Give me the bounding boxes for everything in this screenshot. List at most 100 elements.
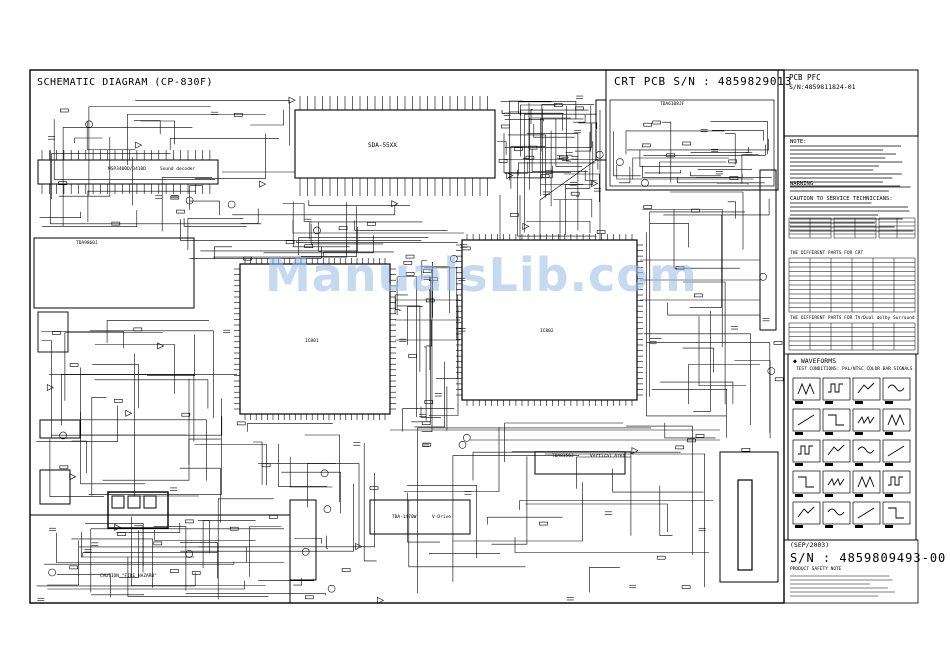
resistor: [69, 363, 79, 367]
waveform-label-mark: [885, 432, 893, 435]
trace: [426, 320, 432, 347]
trace: [491, 456, 528, 545]
resistor: [728, 159, 738, 164]
trace: [71, 440, 87, 473]
trace: [407, 492, 440, 543]
resistor: [596, 230, 606, 234]
resistor: [424, 400, 434, 404]
audio-ic-pins: [41, 150, 211, 194]
waveform-box: [822, 408, 851, 432]
resistor: [773, 341, 783, 345]
trace: [689, 171, 721, 177]
trace: [644, 170, 681, 174]
trace: [240, 208, 259, 224]
trace: [326, 535, 328, 549]
trace: [49, 438, 104, 497]
resistor: [528, 145, 538, 150]
resistor: [513, 147, 523, 151]
trace: [57, 574, 111, 598]
trace: [421, 268, 433, 433]
trace: [697, 168, 752, 170]
trace: [74, 137, 103, 144]
trace: [58, 137, 111, 197]
trace: [526, 221, 591, 233]
waveform-label-mark: [795, 401, 803, 404]
waveform-box: [792, 470, 821, 494]
trace: [80, 367, 145, 485]
resistor: [642, 143, 651, 148]
trace: [94, 344, 175, 394]
trace: [520, 109, 589, 116]
trace: [407, 484, 477, 558]
transistor: [595, 150, 604, 159]
trace: [727, 201, 736, 219]
trace: [503, 133, 571, 173]
diode: [631, 447, 639, 455]
trace: [397, 305, 421, 372]
resistor: [461, 246, 471, 251]
waveform-grid: [792, 377, 911, 528]
trace: [682, 281, 726, 405]
trace: [89, 330, 214, 419]
trace: [88, 398, 222, 495]
trace: [281, 471, 341, 514]
diff-parts-dolby-heading: THE DIFFERENT PARTS FOR TV/Dual dolby Su…: [790, 316, 915, 321]
waveform-trace: [857, 415, 875, 425]
diode: [377, 596, 385, 604]
trace: [670, 191, 744, 250]
waveform-label-mark: [825, 401, 833, 404]
trace: [153, 526, 187, 591]
trace: [106, 320, 210, 343]
trace: [86, 121, 136, 150]
trace: [253, 441, 263, 485]
trace: [698, 316, 747, 386]
resistor: [369, 486, 379, 490]
waveform-label-mark: [885, 494, 893, 497]
trace: [116, 522, 181, 533]
diode: [69, 473, 77, 481]
resistor: [643, 205, 653, 209]
trace: [688, 364, 760, 405]
waveform-label-mark: [795, 494, 803, 497]
trace: [36, 572, 196, 587]
resistor: [153, 541, 163, 546]
diode: [157, 342, 165, 350]
sda-pins-bot: [299, 178, 488, 196]
trace: [504, 422, 624, 463]
diode: [591, 179, 599, 187]
diagram-title: SCHEMATIC DIAGRAM (CP-830F): [37, 77, 214, 88]
trace: [87, 190, 197, 222]
resistor: [234, 113, 243, 117]
trace: [91, 594, 144, 596]
trace: [79, 546, 247, 563]
resistor: [774, 377, 784, 382]
ic-tda-vert-label: TDA8356J: [552, 454, 574, 459]
trace: [429, 552, 500, 555]
ic-tda-crt-label: TDA6108JF: [660, 102, 685, 107]
resistor: [687, 438, 696, 443]
waveform-trace: [827, 477, 845, 487]
trace: [194, 444, 267, 486]
resistor: [675, 266, 685, 270]
diff-parts-crt-heading: THE DIFFERENT PARTS FOR CRT: [790, 251, 864, 256]
waveform-trace: [828, 414, 844, 426]
transistor: [767, 367, 776, 375]
trace: [119, 530, 139, 578]
trace: [508, 100, 523, 181]
trace: [354, 220, 448, 231]
resistor: [243, 256, 252, 261]
trace: [154, 529, 256, 541]
trace: [39, 211, 81, 218]
trace: [644, 333, 751, 425]
trace: [310, 223, 384, 245]
trace: [661, 121, 672, 183]
trace: [584, 170, 597, 181]
waveform-trace: [887, 384, 905, 392]
trace: [51, 153, 171, 199]
circuit-traces: [36, 100, 772, 600]
trace: [247, 423, 333, 432]
trace: [541, 104, 595, 152]
trace: [619, 166, 631, 184]
waveform-box: [852, 501, 881, 525]
